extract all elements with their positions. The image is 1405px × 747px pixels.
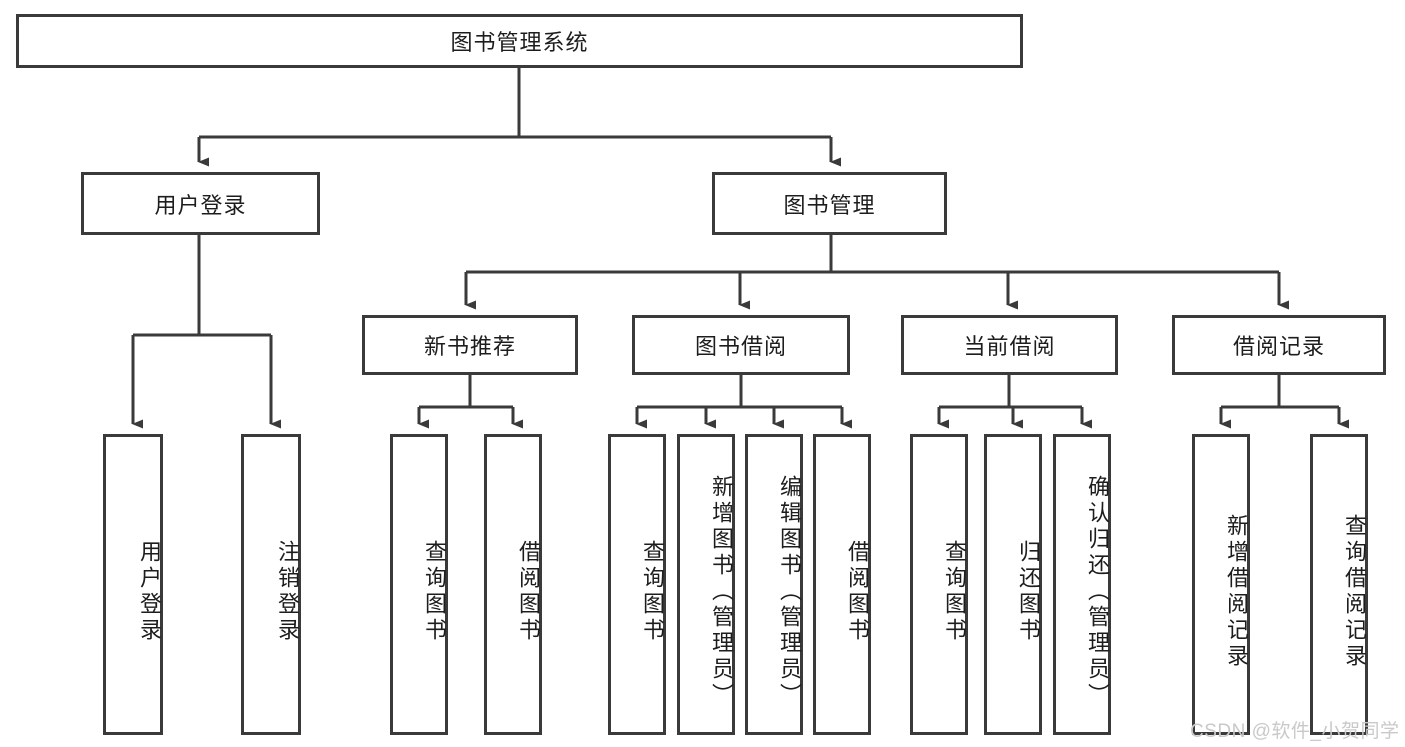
leaf-borrow-add-book-admin-label: 新增图书（管理员） (709, 474, 734, 709)
leaf-user-login: 用户登录 (103, 434, 163, 735)
leaf-borrow-edit-book-admin: 编辑图书（管理员） (745, 434, 803, 735)
leaf-current-query-book: 查询图书 (910, 434, 968, 735)
node-root-label: 图书管理系统 (450, 30, 589, 55)
node-borrow-record: 借阅记录 (1172, 315, 1386, 375)
node-root: 图书管理系统 (16, 14, 1023, 68)
node-new-book-recommend-label: 新书推荐 (423, 334, 516, 359)
leaf-borrow-add-book-admin: 新增图书（管理员） (677, 434, 735, 735)
leaf-borrow-query-book-label: 查询图书 (640, 539, 665, 644)
leaf-logout: 注销登录 (241, 434, 301, 735)
leaf-current-return-book-label: 归还图书 (1016, 539, 1041, 644)
leaf-current-confirm-return-admin: 确认归还（管理员） (1053, 434, 1111, 735)
node-borrow-record-label: 借阅记录 (1232, 334, 1325, 359)
node-book-management: 图书管理 (712, 172, 947, 235)
leaf-current-confirm-return-admin-label: 确认归还（管理员） (1085, 474, 1110, 709)
node-current-borrow-label: 当前借阅 (963, 334, 1056, 359)
leaf-record-query-record: 查询借阅记录 (1310, 434, 1368, 735)
leaf-record-add-record: 新增借阅记录 (1192, 434, 1250, 735)
leaf-record-query-record-label: 查询借阅记录 (1342, 513, 1367, 670)
leaf-borrow-borrow-book-label: 借阅图书 (845, 539, 870, 644)
node-current-borrow: 当前借阅 (901, 315, 1118, 375)
leaf-current-query-book-label: 查询图书 (942, 539, 967, 644)
node-book-management-label: 图书管理 (783, 192, 876, 218)
leaf-current-return-book: 归还图书 (984, 434, 1042, 735)
node-user-login: 用户登录 (81, 172, 320, 235)
leaf-borrow-query-book: 查询图书 (608, 434, 666, 735)
leaf-borrow-borrow-book: 借阅图书 (813, 434, 871, 735)
leaf-newbook-borrow-book: 借阅图书 (484, 434, 542, 735)
node-user-login-label: 用户登录 (154, 192, 247, 218)
node-new-book-recommend: 新书推荐 (362, 315, 578, 375)
leaf-newbook-query-book-label: 查询图书 (422, 539, 447, 644)
leaf-borrow-edit-book-admin-label: 编辑图书（管理员） (777, 474, 802, 709)
node-book-borrow: 图书借阅 (632, 315, 850, 375)
leaf-newbook-borrow-book-label: 借阅图书 (516, 539, 541, 644)
leaf-record-add-record-label: 新增借阅记录 (1224, 513, 1249, 670)
watermark-text: CSDN @软件_小贺同学 (1190, 721, 1400, 742)
node-book-borrow-label: 图书借阅 (694, 334, 787, 359)
leaf-logout-label: 注销登录 (275, 539, 300, 644)
leaf-user-login-label: 用户登录 (137, 539, 162, 644)
leaf-newbook-query-book: 查询图书 (390, 434, 448, 735)
